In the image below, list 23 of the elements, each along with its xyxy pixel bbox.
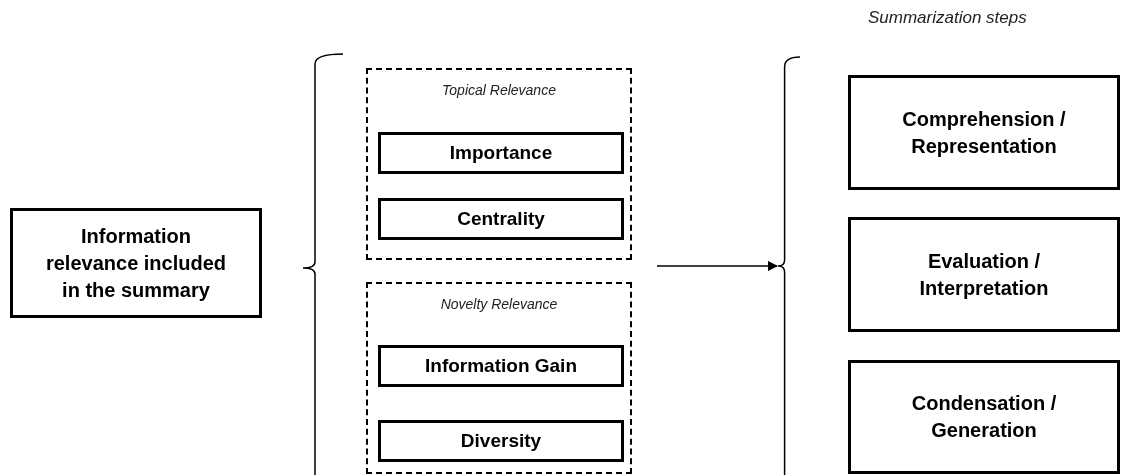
arrow bbox=[656, 260, 779, 272]
box-label: Importance bbox=[448, 141, 554, 166]
process-box bbox=[848, 217, 1120, 332]
box-label: Information Gain bbox=[424, 354, 578, 379]
process-box bbox=[378, 132, 624, 174]
box-label: Evaluation / Interpretation bbox=[918, 248, 1050, 301]
process-box bbox=[848, 75, 1120, 190]
group-heading: Topical Relevance bbox=[441, 82, 557, 98]
process-box bbox=[848, 360, 1120, 474]
box-label: Diversity bbox=[459, 429, 543, 454]
column-heading: Summarization steps bbox=[868, 8, 1027, 28]
curly-brace bbox=[778, 56, 800, 475]
process-box bbox=[10, 208, 262, 318]
box-label: Centrality bbox=[456, 207, 546, 232]
process-box bbox=[378, 345, 624, 387]
dashed-group-box bbox=[366, 282, 632, 474]
process-box bbox=[378, 420, 624, 462]
box-label: Comprehension / Representation bbox=[901, 106, 1067, 159]
process-box bbox=[378, 198, 624, 240]
group-heading: Novelty Relevance bbox=[439, 296, 559, 312]
box-label: Information relevance included in the summary bbox=[44, 223, 228, 303]
box-label: Condensation / Generation bbox=[910, 391, 1058, 443]
dashed-group-box bbox=[366, 68, 632, 260]
